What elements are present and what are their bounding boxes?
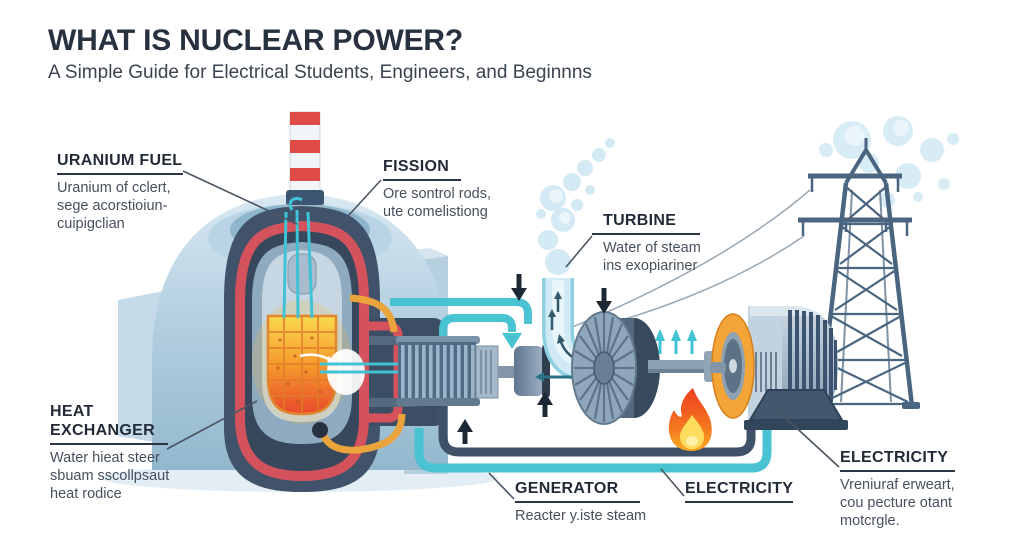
label-heading: GENERATOR <box>515 480 619 497</box>
label-desc: motcrgle. <box>840 513 900 529</box>
coolant-pipe-icon <box>390 298 772 473</box>
arrow-up-icon <box>655 329 697 354</box>
label-heat-exchanger: HEAT EXCHANGER Water hieat steer sbuam s… <box>50 402 169 503</box>
label-desc: cuipigclian <box>57 216 125 232</box>
label-underline <box>592 233 700 235</box>
label-fission: FISSION Ore sontrol rods, ute comelistio… <box>383 157 491 221</box>
reactor-cutaway <box>224 196 444 492</box>
hot-pipes-orange <box>318 294 406 454</box>
label-desc: Uranium of cclert, <box>57 180 171 196</box>
label-underline <box>57 173 183 175</box>
transmission-tower-icon <box>798 138 920 409</box>
label-underline <box>383 179 461 181</box>
label-heading: URANIUM FUEL <box>57 152 183 169</box>
label-desc: ins exopiariner <box>603 258 698 274</box>
label-desc: heat rodice <box>50 486 122 502</box>
label-heading: TURBINE <box>603 212 677 229</box>
arrow-down-icon <box>511 274 612 314</box>
label-underline <box>685 501 793 503</box>
page-subtitle: A Simple Guide for Electrical Students, … <box>48 62 592 83</box>
chimney-icon <box>283 111 327 214</box>
label-uranium-fuel: URANIUM FUEL Uranium of cclert, sege aco… <box>57 151 183 233</box>
label-electricity-bottom: ELECTRICITY <box>685 479 793 507</box>
arrow-up-icon <box>457 392 553 444</box>
leader-lines <box>166 170 840 500</box>
label-desc: cou pecture otant <box>840 495 953 511</box>
steam-cloud-icon <box>536 138 615 275</box>
label-desc: sege acorstioiun- <box>57 198 168 214</box>
label-desc: Vreniuraf erweart, <box>840 477 955 493</box>
label-underline <box>50 443 168 445</box>
label-heading: ELECTRICITY <box>840 449 949 466</box>
label-desc: Reacter y.iste steam <box>515 508 647 524</box>
heat-exchanger-icon <box>396 336 499 406</box>
label-underline <box>515 501 640 503</box>
label-electricity-right: ELECTRICITY Vreniuraf erweart, cou pectu… <box>840 448 955 530</box>
label-desc: Ore sontrol rods, <box>383 186 491 202</box>
flame-icon <box>668 388 712 451</box>
label-generator: GENERATOR Reacter y.iste steam <box>515 479 646 525</box>
shaft-coupling <box>498 344 550 398</box>
label-heading: HEAT <box>50 403 94 420</box>
coolant-lines-teal <box>320 362 400 374</box>
label-heading: FISSION <box>383 158 450 175</box>
label-desc: Water hieat steer <box>50 450 160 466</box>
label-turbine: TURBINE Water of steam ins exopiariner <box>592 211 701 275</box>
label-heading: EXCHANGER <box>50 422 155 439</box>
label-underline <box>840 470 955 472</box>
title-block: WHAT IS NUCLEAR POWER? A Simple Guide fo… <box>48 24 592 84</box>
label-desc: ute comelistiong <box>383 204 488 220</box>
control-rods-icon <box>282 196 314 319</box>
label-heading: ELECTRICITY <box>685 480 794 497</box>
page-title: WHAT IS NUCLEAR POWER? <box>48 24 464 57</box>
generator-icon <box>710 306 848 430</box>
label-desc: Water of steam <box>603 240 701 256</box>
label-desc: sbuam sscollpsaut <box>50 468 170 484</box>
